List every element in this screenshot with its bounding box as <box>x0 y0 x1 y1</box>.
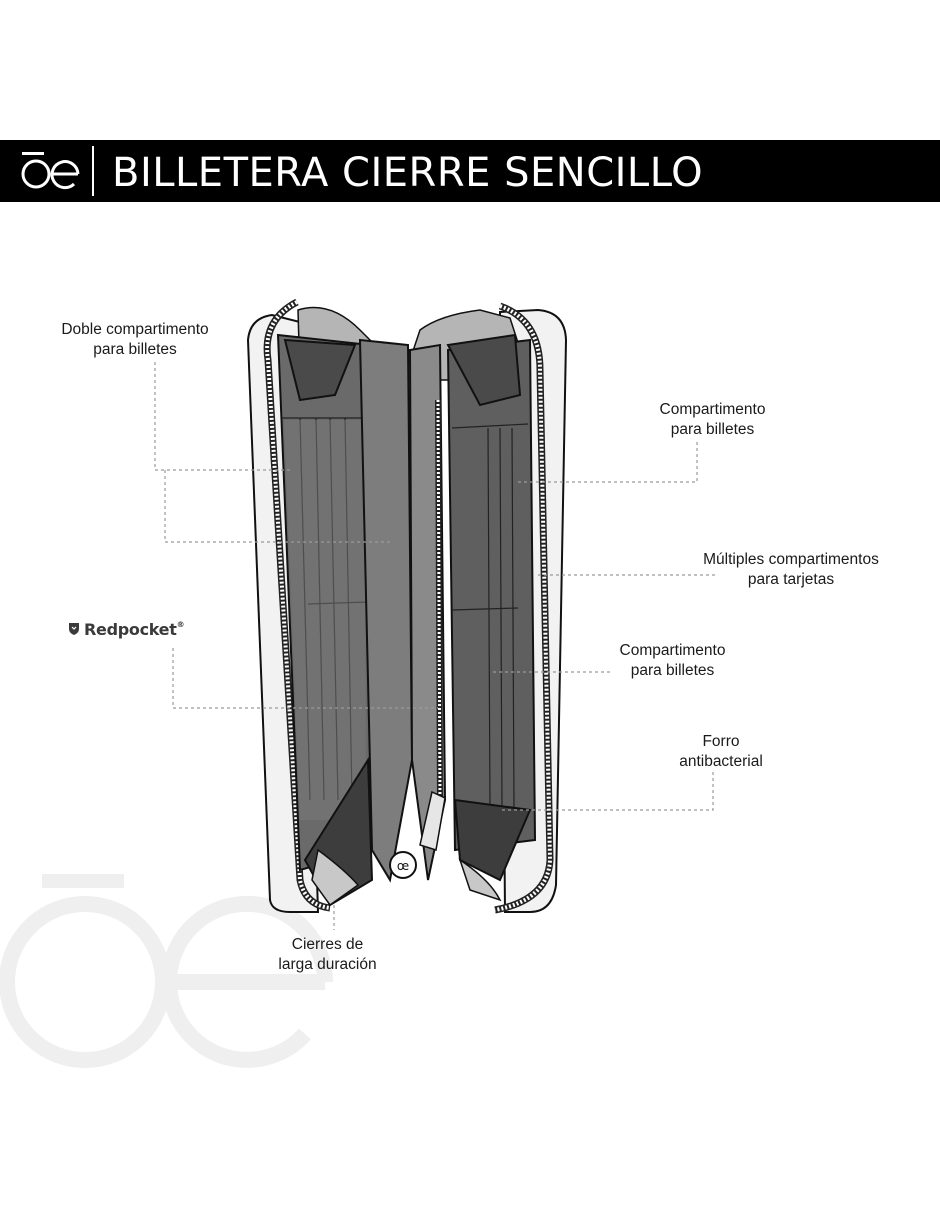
callout-multiples-tarjetas: Múltiples compartimentos para tarjetas <box>686 550 896 590</box>
zipper-charm <box>389 851 417 879</box>
leader-doble <box>154 362 390 543</box>
left-zipper-teeth <box>265 300 331 910</box>
callout-comp2-line2: para billetes <box>630 662 715 679</box>
leader-forro <box>500 772 714 811</box>
callout-doble-line2: para billetes <box>93 341 177 358</box>
right-bottom-gusset <box>453 798 532 882</box>
shield-icon <box>69 623 79 635</box>
page-title: BILLETERA CIERRE SENCILLO <box>112 150 704 196</box>
callout-doble-line1: Doble compartimento <box>61 321 209 338</box>
svg-text:œ: œ <box>397 859 409 873</box>
callout-doble-compartimento: Doble compartimento para billetes <box>47 320 223 360</box>
right-interior-panel <box>446 338 537 852</box>
callout-comp1-line2: para billetes <box>670 421 755 438</box>
left-bottom-light <box>311 848 360 907</box>
brand-name: Redpocket® <box>84 619 185 639</box>
left-top-fold <box>283 338 357 402</box>
callout-forro-line2: antibacterial <box>679 753 763 770</box>
redpocket-brand: Redpocket® <box>68 618 208 640</box>
center-zipper-teeth <box>436 399 442 801</box>
leader-comp1 <box>515 442 698 483</box>
callout-forro-line1: Forro <box>702 733 740 750</box>
callout-cierres-line1: Cierres de <box>291 936 364 953</box>
header-divider <box>92 146 94 196</box>
leader-redpocket <box>172 648 438 709</box>
header-bar: BILLETERA CIERRE SENCILLO <box>0 140 940 202</box>
oe-logo-icon <box>21 152 80 190</box>
callout-comp2-line1: Compartimento <box>619 642 726 659</box>
zipper-pull <box>419 790 446 851</box>
right-card-slots <box>451 423 529 809</box>
leader-lines <box>154 362 715 930</box>
center-divider-left <box>358 338 414 883</box>
right-top-fold <box>446 333 522 407</box>
callout-compartimento-billetes-mid: Compartimento para billetes <box>600 641 745 681</box>
callout-comp1-line1: Compartimento <box>659 401 766 418</box>
callout-multi-line2: para tarjetas <box>747 571 835 588</box>
oe-watermark-logo <box>0 874 333 1068</box>
left-card-slot-fill <box>284 420 366 820</box>
callout-cierres-line2: larga duración <box>278 956 377 973</box>
callout-compartimento-billetes-top: Compartimento para billetes <box>640 400 785 440</box>
callout-cierres: Cierres de larga duración <box>265 935 390 975</box>
right-bottom-light <box>458 858 502 902</box>
callout-multi-line1: Múltiples compartimentos <box>703 551 879 568</box>
callout-forro-antibacterial: Forro antibacterial <box>660 732 782 772</box>
registered-mark: ® <box>176 619 185 629</box>
right-zipper-teeth <box>494 304 553 912</box>
